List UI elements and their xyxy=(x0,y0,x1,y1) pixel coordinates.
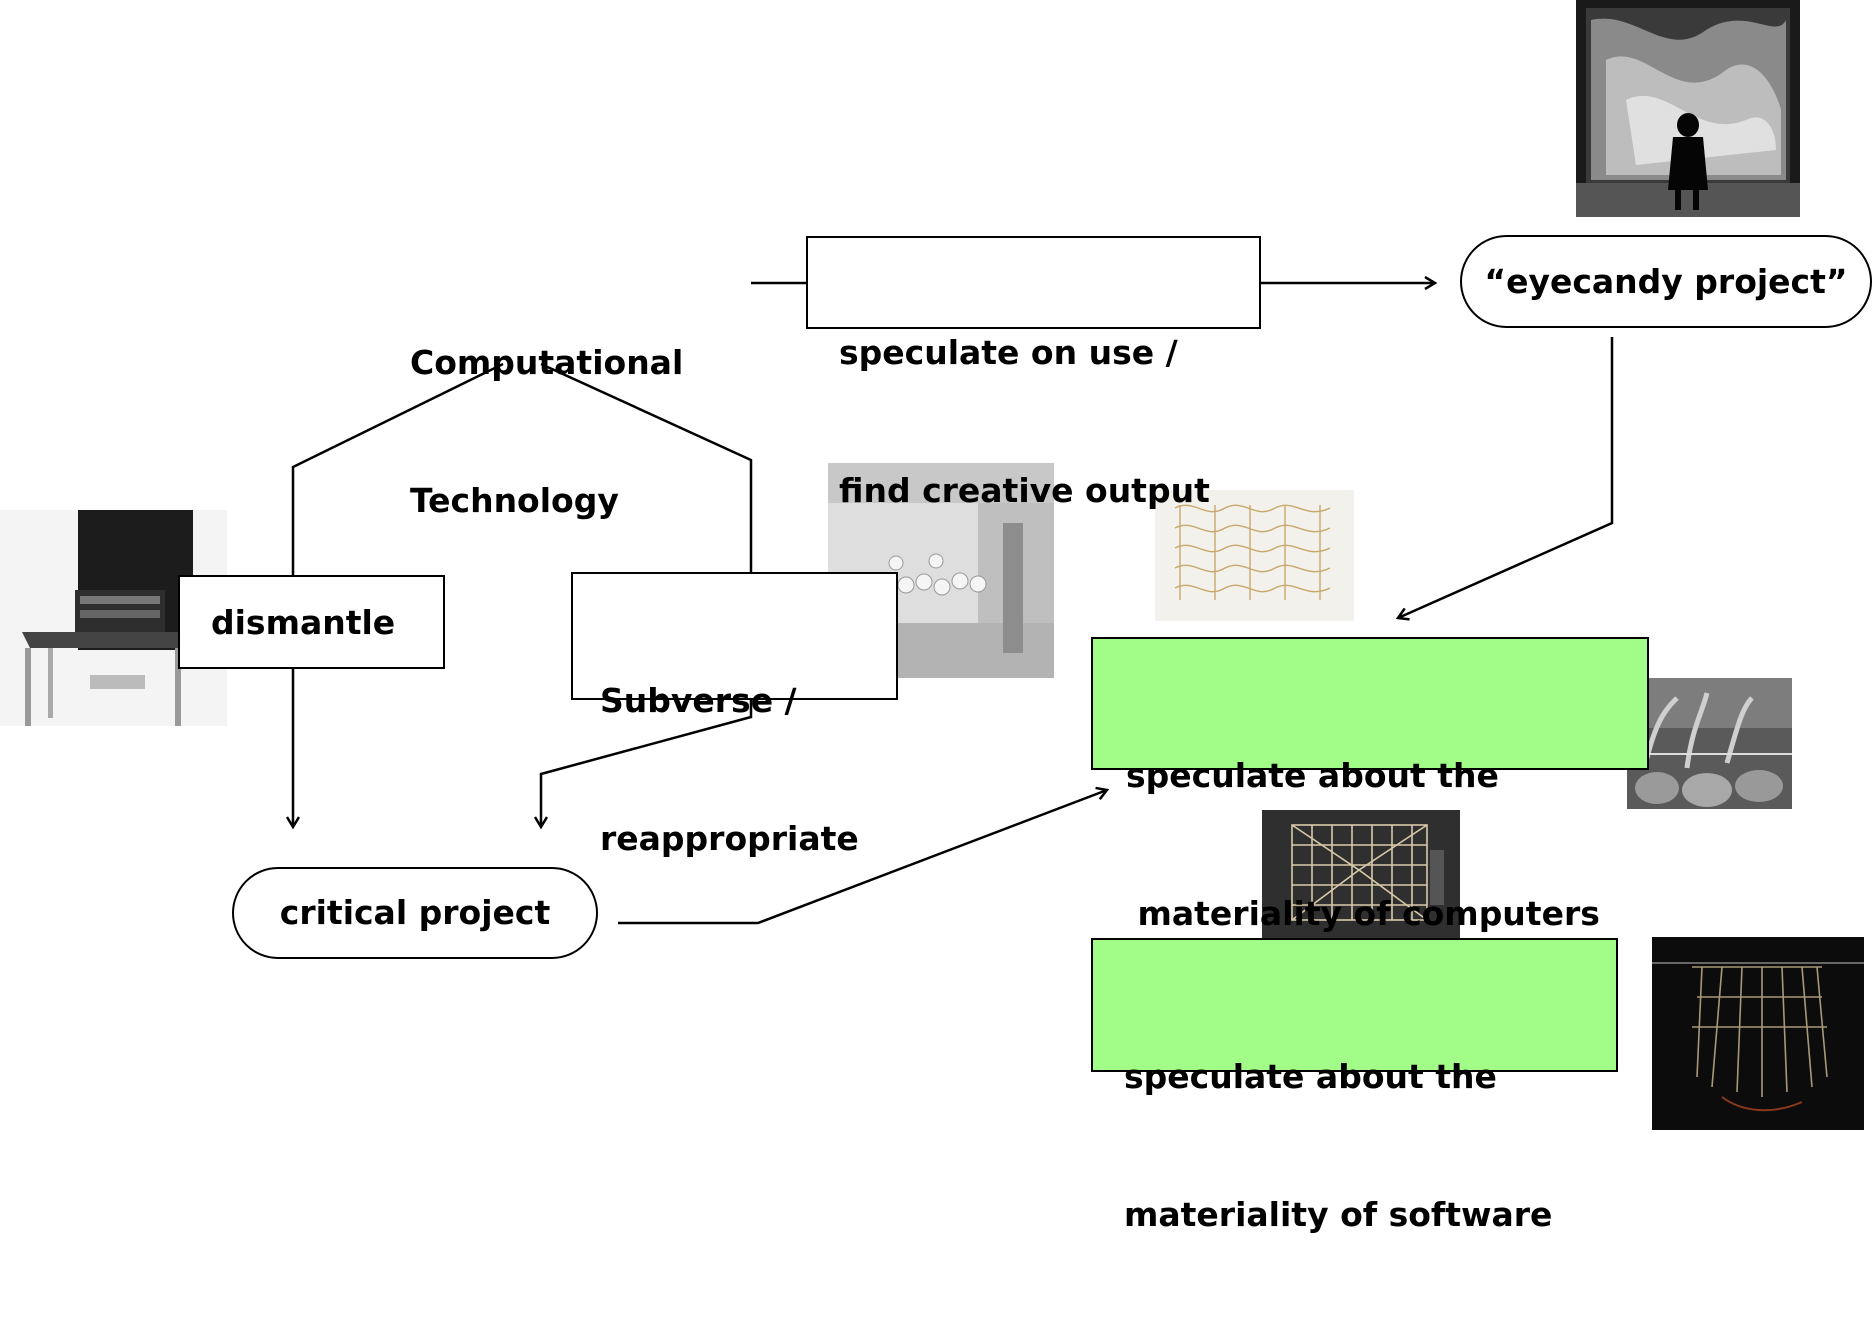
photo-wire-grid xyxy=(1155,490,1354,621)
node-materiality-of-software-text: speculate about the materiality of softw… xyxy=(1124,962,1552,1330)
node-materiality-of-computers-line1: speculate about the xyxy=(1126,756,1499,795)
node-subverse-line2: reappropriate xyxy=(600,819,859,858)
photo-dismantled-computer xyxy=(0,510,227,726)
connector-lines xyxy=(0,0,1614,925)
node-critical-project: critical project xyxy=(232,867,598,959)
node-critical-project-label: critical project xyxy=(279,893,551,932)
node-speculate-on-use-line1: speculate on use / xyxy=(839,333,1178,372)
node-computational-technology: Computational Technology xyxy=(410,248,683,570)
node-subverse: Subverse / reappropriate xyxy=(571,572,898,858)
arrow-critical-to-materiality xyxy=(618,790,1107,925)
arrow-start-to-subverse xyxy=(540,362,753,572)
node-computational-technology-line1: Computational xyxy=(410,343,684,382)
photo-wooden-lattice xyxy=(1262,810,1460,938)
node-subverse-text: Subverse / reappropriate xyxy=(600,586,859,954)
node-dismantle: dismantle xyxy=(178,575,445,669)
arrow-eyecandy-to-materiality xyxy=(1398,337,1614,618)
node-speculate-on-use-text: speculate on use / find creative output xyxy=(839,238,1210,606)
node-materiality-of-software-line2: materiality of software xyxy=(1124,1195,1553,1234)
node-eyecandy-project-label: “eyecandy project” xyxy=(1484,261,1848,301)
arrow-start-to-dismantle xyxy=(293,362,504,827)
node-computational-technology-line2: Technology xyxy=(410,481,619,520)
node-subverse-line1: Subverse / xyxy=(600,681,797,720)
node-materiality-of-computers-text: speculate about the materiality of compu… xyxy=(1126,661,1600,1029)
node-materiality-of-computers: speculate about the materiality of compu… xyxy=(1091,637,1649,933)
node-speculate-on-use-line2: find creative output xyxy=(839,471,1210,510)
node-eyecandy-project: “eyecandy project” xyxy=(1460,235,1872,328)
node-materiality-of-software-line1: speculate about the xyxy=(1124,1057,1497,1096)
photo-hanging-structure xyxy=(1652,937,1864,1130)
node-dismantle-label: dismantle xyxy=(211,603,396,642)
photo-immersive-installation xyxy=(1576,0,1800,217)
node-speculate-on-use: speculate on use / find creative output xyxy=(806,236,1261,510)
node-materiality-of-computers-line2: materiality of computers xyxy=(1126,894,1600,933)
node-materiality-of-software: speculate about the materiality of softw… xyxy=(1091,938,1618,1234)
photo-organic-installation xyxy=(1627,678,1792,809)
arrow-subverse-to-critical xyxy=(541,700,753,827)
